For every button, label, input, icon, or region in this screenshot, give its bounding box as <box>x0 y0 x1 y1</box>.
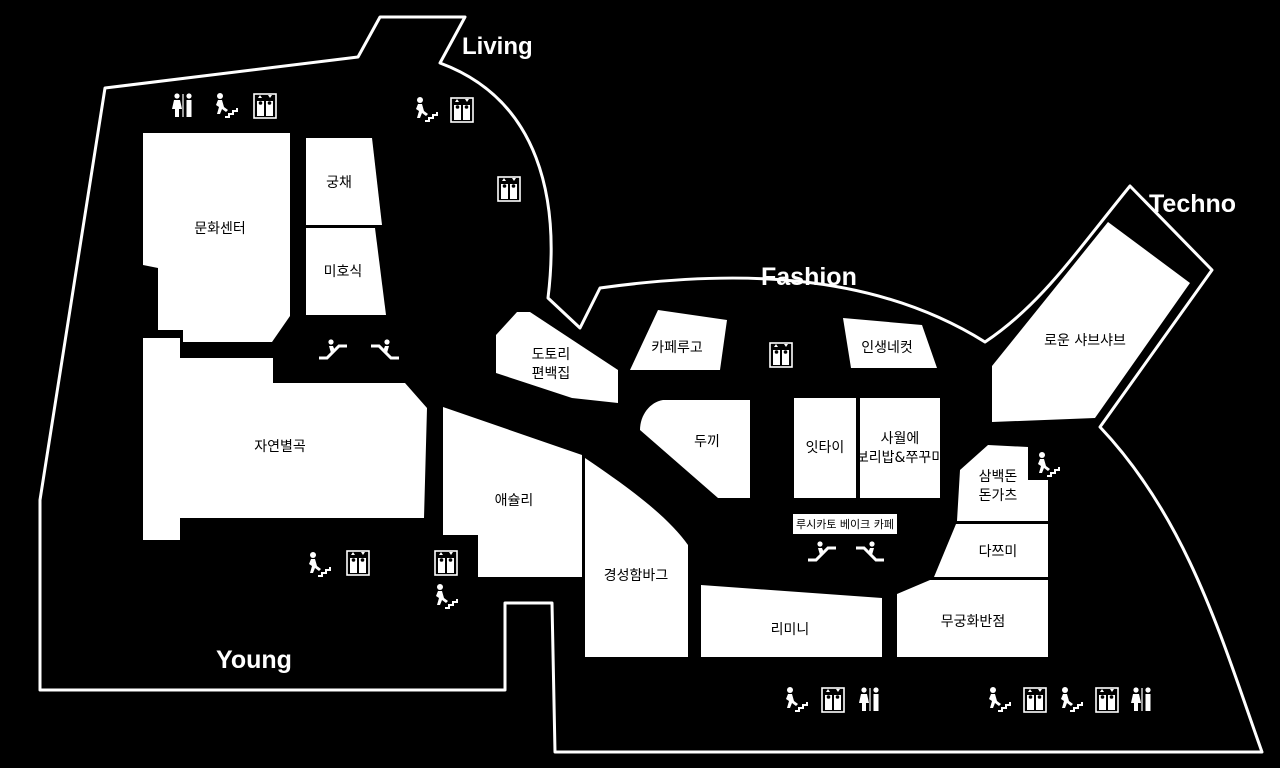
store-insaeng[interactable] <box>843 318 937 368</box>
store-natural-song[interactable] <box>143 338 427 540</box>
store-culture-center[interactable] <box>143 133 290 342</box>
store-label-mihosik: 미호식 <box>324 264 363 280</box>
store-label-ittai: 잇타이 <box>806 440 845 456</box>
zone-label-living: Living <box>462 33 533 60</box>
zone-label-techno: Techno <box>1149 190 1236 218</box>
store-samback[interactable] <box>957 445 1048 521</box>
store-label-ashley: 애슐리 <box>495 493 534 509</box>
store-cafe-rugo[interactable] <box>630 310 727 370</box>
store-gungchae[interactable] <box>306 138 382 225</box>
store-label-sawol-1: 사월에 <box>881 431 920 447</box>
store-label-rowoon-1: 로운 <box>1044 333 1070 349</box>
store-label-dazzmi: 다쯔미 <box>979 544 1018 560</box>
store-sawol[interactable] <box>860 398 940 498</box>
store-dazzmi[interactable] <box>934 524 1048 577</box>
store-label-dukki: 두끼 <box>694 434 720 450</box>
store-mugung[interactable] <box>897 580 1048 657</box>
store-label-lucikato: 루시카토 베이크 카페 <box>796 518 894 531</box>
store-mihosik[interactable] <box>306 228 386 315</box>
store-label-culture-center: 문화센터 <box>194 221 246 237</box>
store-label-samback-1: 삼백돈 <box>979 469 1018 485</box>
store-label-natural-song: 자연별곡 <box>254 439 306 455</box>
store-label-gungchae: 궁채 <box>326 175 352 191</box>
store-label-rowoon-2: 샤브샤브 <box>1074 333 1126 349</box>
store-label-rowoon: 로운 샤브샤브 <box>1044 333 1126 349</box>
store-label-dotori-2: 편백집 <box>532 366 571 382</box>
store-label-cafe-rugo: 카페루고 <box>651 340 703 356</box>
store-label-limini: 리미니 <box>771 622 810 638</box>
store-label-samback-2: 돈가츠 <box>979 488 1018 504</box>
store-gyeongseong[interactable] <box>585 458 688 657</box>
store-label-insaeng: 인생네컷 <box>861 340 913 356</box>
store-ittai[interactable] <box>794 398 856 498</box>
store-dotori[interactable] <box>496 312 618 403</box>
store-ashley[interactable] <box>443 407 582 577</box>
store-rowoon[interactable] <box>992 222 1190 422</box>
store-limini[interactable] <box>701 585 882 657</box>
store-lucikato[interactable] <box>793 514 897 534</box>
store-label-dotori-1: 도토리 <box>532 347 571 363</box>
store-dukki[interactable] <box>640 400 750 498</box>
store-label-mugung: 무궁화반점 <box>941 614 1005 630</box>
zone-label-fashion: Fashion <box>761 263 857 291</box>
zone-label-young: Young <box>216 646 292 674</box>
store-label-gyeongseong: 경성함바그 <box>604 568 669 584</box>
store-label-sawol-2: 보리밥&쭈꾸미 <box>856 450 944 466</box>
